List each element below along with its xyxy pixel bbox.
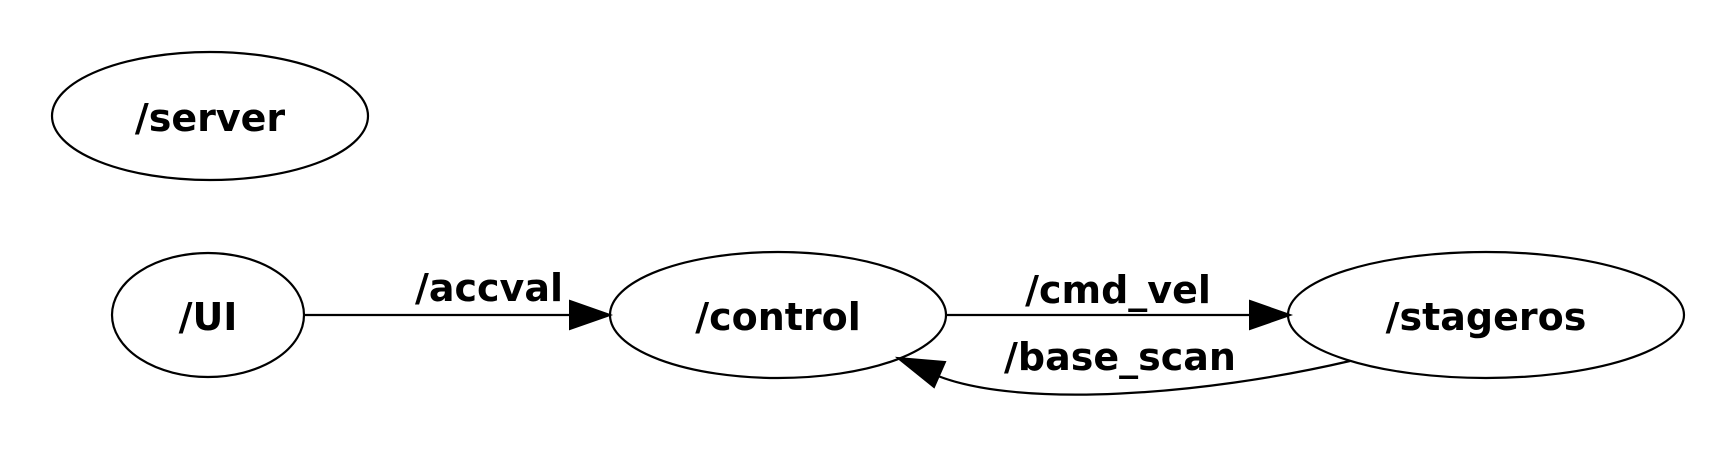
node-ui-label: /UI <box>179 295 238 339</box>
node-server-shape <box>50 50 370 182</box>
edge-base-scan-arrowhead <box>894 356 947 389</box>
node-server-label: /server <box>135 96 286 140</box>
edge-base-scan-label: /base_scan <box>1004 335 1236 379</box>
edge-accval-label: /accval <box>415 266 563 310</box>
edge-base-scan[interactable]: /base_scan <box>894 335 1351 396</box>
node-control-label: /control <box>695 295 861 339</box>
edge-cmd-vel-arrowhead <box>1249 299 1294 331</box>
edge-cmd-vel[interactable]: /cmd_vel <box>946 268 1294 331</box>
node-stageros-label: /stageros <box>1386 295 1587 339</box>
edge-base-scan-line <box>937 359 1351 396</box>
node-server[interactable]: /server <box>50 50 370 182</box>
node-stageros[interactable]: /stageros <box>1286 250 1686 380</box>
edge-accval[interactable]: /accval <box>304 266 614 331</box>
edge-cmd-vel-label: /cmd_vel <box>1025 268 1211 312</box>
edge-accval-arrowhead <box>569 299 614 331</box>
node-control[interactable]: /control <box>608 250 948 380</box>
node-ui[interactable]: /UI <box>110 251 306 379</box>
